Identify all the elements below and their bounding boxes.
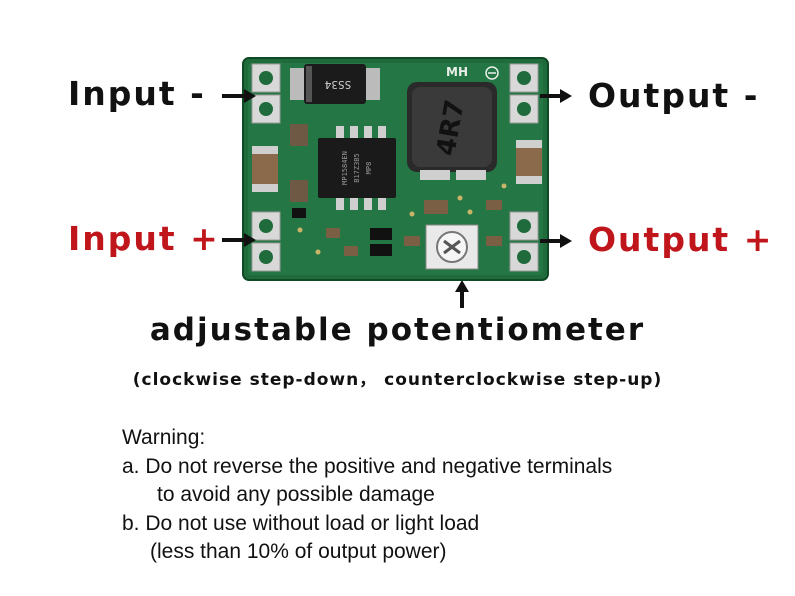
input-pads bbox=[251, 63, 281, 272]
svg-text:MP8: MP8 bbox=[365, 162, 373, 175]
input-negative-label: Input - bbox=[68, 74, 206, 113]
input-neg-arrow bbox=[222, 89, 256, 103]
output-neg-arrow bbox=[540, 89, 572, 103]
output-negative-label: Output - bbox=[588, 76, 760, 115]
diode: SS34 bbox=[290, 64, 380, 104]
potentiometer-arrow bbox=[455, 280, 469, 308]
potentiometer-title: adjustable potentiometer bbox=[149, 312, 646, 348]
warning-item-a-continued: to avoid any possible damage bbox=[157, 483, 435, 506]
diode-marking: SS34 bbox=[324, 78, 351, 91]
warning-heading: Warning: bbox=[122, 426, 206, 449]
output-positive-label: Output + bbox=[588, 220, 774, 259]
warning-item-a: a. Do not reverse the positive and negat… bbox=[122, 455, 613, 478]
inductor: 4R7 bbox=[407, 82, 497, 180]
input-pos-arrow bbox=[222, 233, 256, 247]
capacitors bbox=[252, 124, 542, 256]
output-pos-arrow bbox=[540, 234, 572, 248]
potentiometer-note: (clockwise step-down， counterclockwise s… bbox=[132, 370, 663, 390]
warning-item-b-continued: (less than 10% of output power) bbox=[150, 540, 447, 563]
silkscreen-mh: MH bbox=[446, 65, 468, 79]
input-positive-label: Input + bbox=[68, 219, 220, 258]
ic-chip: MP1584EN B17Z3B5 MP8 bbox=[318, 126, 396, 210]
output-pads bbox=[509, 63, 539, 272]
potentiometer-component bbox=[425, 224, 479, 270]
svg-text:MP1584EN: MP1584EN bbox=[341, 151, 349, 185]
warning-item-b: b. Do not use without load or light load bbox=[122, 512, 480, 535]
svg-text:B17Z3B5: B17Z3B5 bbox=[353, 153, 361, 183]
minus-marking-icon bbox=[485, 66, 499, 80]
